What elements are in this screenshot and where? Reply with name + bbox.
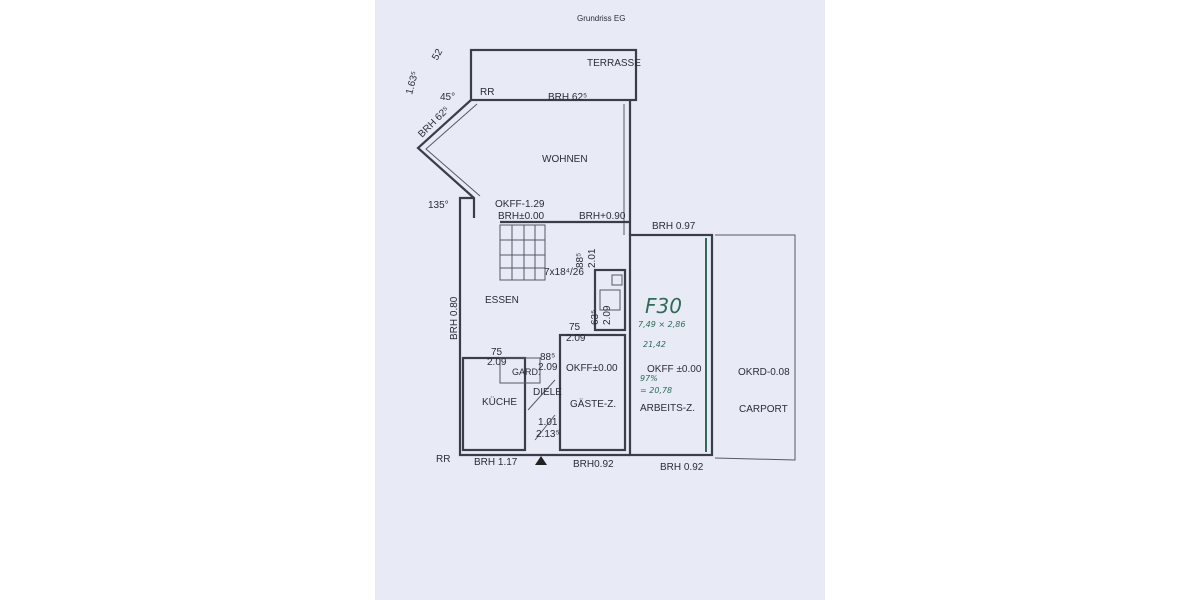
dim: BRH0.92 bbox=[573, 459, 614, 470]
dim: 2.13⁵ bbox=[536, 429, 560, 440]
dim: 2.01 bbox=[587, 248, 598, 268]
label-gard: GARD. bbox=[512, 367, 541, 377]
label-gaeste: GÄSTE-Z. bbox=[570, 398, 616, 410]
dim: 2.09 bbox=[487, 357, 507, 368]
label-terrasse: TERRASSE bbox=[587, 58, 641, 69]
dim: OKFF ±0.00 bbox=[647, 364, 702, 375]
dim: OKFF-1.29 bbox=[495, 199, 545, 210]
dim: 63⁵ bbox=[590, 310, 601, 325]
note-result: = 20,78 bbox=[640, 386, 672, 395]
note-area: 21,42 bbox=[643, 340, 666, 349]
room-labels: TERRASSE WOHNEN ESSEN KÜCHE GARD. DIELE … bbox=[482, 58, 788, 415]
dim: OKRD-0.08 bbox=[738, 367, 790, 378]
carport-outline bbox=[714, 234, 796, 461]
dim: OKFF±0.00 bbox=[566, 363, 618, 374]
dim: 52 bbox=[430, 47, 445, 63]
dim: 75 bbox=[569, 322, 581, 333]
dim: 88⁵ bbox=[540, 352, 555, 363]
stairs bbox=[499, 224, 546, 281]
plan-title: Grundriss EG bbox=[577, 14, 625, 23]
note-size: 7,49 × 2,86 bbox=[638, 320, 685, 329]
dim: 2.09 bbox=[602, 305, 613, 325]
dim: 2.09 bbox=[566, 333, 586, 344]
dim: 135° bbox=[428, 200, 449, 211]
label-essen: ESSEN bbox=[485, 295, 519, 306]
label-kueche: KÜCHE bbox=[482, 396, 517, 408]
handwritten-notes: F30 7,49 × 2,86 21,42 97% = 20,78 bbox=[638, 294, 685, 395]
dim: 75 bbox=[491, 347, 503, 358]
label-wohnen: WOHNEN bbox=[542, 154, 588, 165]
label-diele: DIELE bbox=[533, 387, 562, 398]
note-f30: F30 bbox=[645, 294, 682, 318]
dim: BRH 0.97 bbox=[652, 221, 696, 232]
dim: 88⁵ bbox=[575, 253, 586, 268]
label-arbeits: ARBEITS-Z. bbox=[640, 403, 695, 414]
dim: BRH 62⁵ bbox=[548, 92, 587, 103]
gaeste-room bbox=[558, 333, 627, 452]
dim: BRH 0.80 bbox=[449, 296, 460, 340]
outer-wall-left-bottom bbox=[458, 196, 630, 457]
label-carport: CARPORT bbox=[739, 404, 788, 415]
dim: BRH+0.90 bbox=[579, 211, 626, 222]
terrace-outline bbox=[469, 48, 638, 102]
dim: 7x18⁴/26 bbox=[544, 267, 584, 278]
dim: 1.63⁵ bbox=[404, 70, 421, 96]
dim: BRH 1.17 bbox=[474, 457, 518, 468]
entrance-marker bbox=[535, 456, 547, 465]
kueche-room bbox=[461, 356, 527, 452]
dim: 1.01 bbox=[538, 417, 558, 428]
dim: 45° bbox=[440, 92, 455, 103]
dim: BRH 0.92 bbox=[660, 462, 704, 473]
walls bbox=[416, 48, 796, 465]
dim: RR bbox=[480, 87, 494, 98]
dim: 2.09 bbox=[538, 362, 558, 373]
bay-wall bbox=[416, 99, 476, 218]
bath-room bbox=[593, 268, 627, 332]
arbeits-room bbox=[628, 233, 714, 457]
dim: BRH±0.00 bbox=[498, 211, 545, 222]
note-pct: 97% bbox=[640, 374, 658, 383]
dim: RR bbox=[436, 454, 450, 465]
